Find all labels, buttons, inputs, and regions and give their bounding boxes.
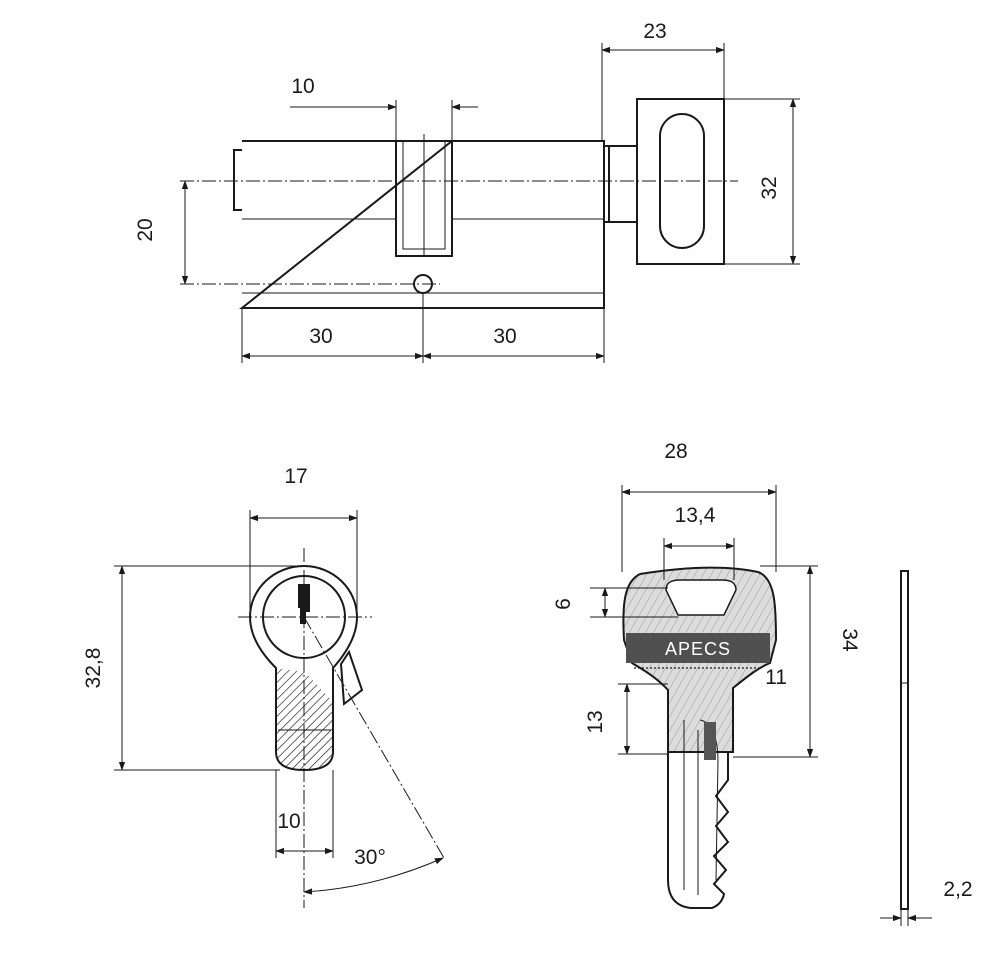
dim-profile-width-label: 17 [284, 465, 307, 488]
dim-key-bow-width: 28 [621, 440, 777, 572]
knob-neck [608, 145, 638, 223]
key-face-left [233, 149, 242, 211]
dim-right-length-label: 30 [493, 325, 516, 348]
dim-axis-to-screw-label: 20 [134, 218, 157, 241]
dim-knob-height-label: 32 [758, 176, 781, 199]
dim-key-blade-offset: 13 [584, 683, 668, 755]
dim-rotation-angle: 30° [303, 846, 444, 895]
dim-key-total-height-label: 34 [838, 628, 861, 652]
dim-lengths: 30 30 [241, 293, 605, 363]
dim-key-hole-height-label: 6 [552, 598, 575, 610]
dim-key-hole-height: 6 [552, 587, 678, 618]
dim-left-length-label: 30 [309, 325, 332, 348]
dim-key-hole-width: 13,4 [663, 504, 735, 580]
key-shoulder-shade [704, 722, 716, 760]
dim-key-bow-width-label: 28 [664, 440, 687, 463]
dim-axis-to-screw: 20 [134, 180, 189, 285]
dim-profile-height: 32,8 [82, 565, 304, 771]
dim-cam-width-label: 10 [291, 75, 314, 98]
key-brand-band [626, 633, 770, 663]
dim-key-thickness-label: 2,2 [943, 878, 972, 901]
cylinder-side-view: 10 23 32 20 30 30 [134, 20, 800, 363]
dim-rotation-angle-label: 30° [354, 846, 386, 869]
dim-key-hole-width-label: 13,4 [675, 504, 716, 527]
key-edge-view: 2,2 [880, 570, 973, 926]
dim-profile-width: 17 [249, 465, 358, 612]
dim-knob-width: 23 [601, 20, 725, 141]
key-view: APECS 28 13,4 6 [552, 440, 973, 926]
dim-profile-bottom-label: 10 [277, 810, 300, 833]
dim-knob-width-label: 23 [643, 20, 666, 43]
key-blade [667, 752, 730, 909]
key-bow-hole [665, 579, 737, 616]
dim-key-total-height: 34 [733, 565, 861, 758]
cylinder-body-outline [239, 140, 605, 309]
dim-profile-bottom: 10 [275, 770, 334, 858]
profile-rotation-axis [303, 616, 445, 859]
cylinder-profile-view: 17 32,8 10 30° [82, 465, 445, 908]
dim-cam-width: 10 [290, 75, 478, 141]
dim-key-shoulder-label: 11 [765, 666, 787, 689]
dim-knob-height: 32 [724, 98, 800, 265]
key-edge [900, 570, 909, 910]
profile-cam [339, 649, 364, 706]
key-brand-text: APECS [665, 639, 731, 659]
dim-key-blade-offset-label: 13 [584, 710, 607, 733]
dim-profile-height-label: 32,8 [82, 648, 105, 689]
